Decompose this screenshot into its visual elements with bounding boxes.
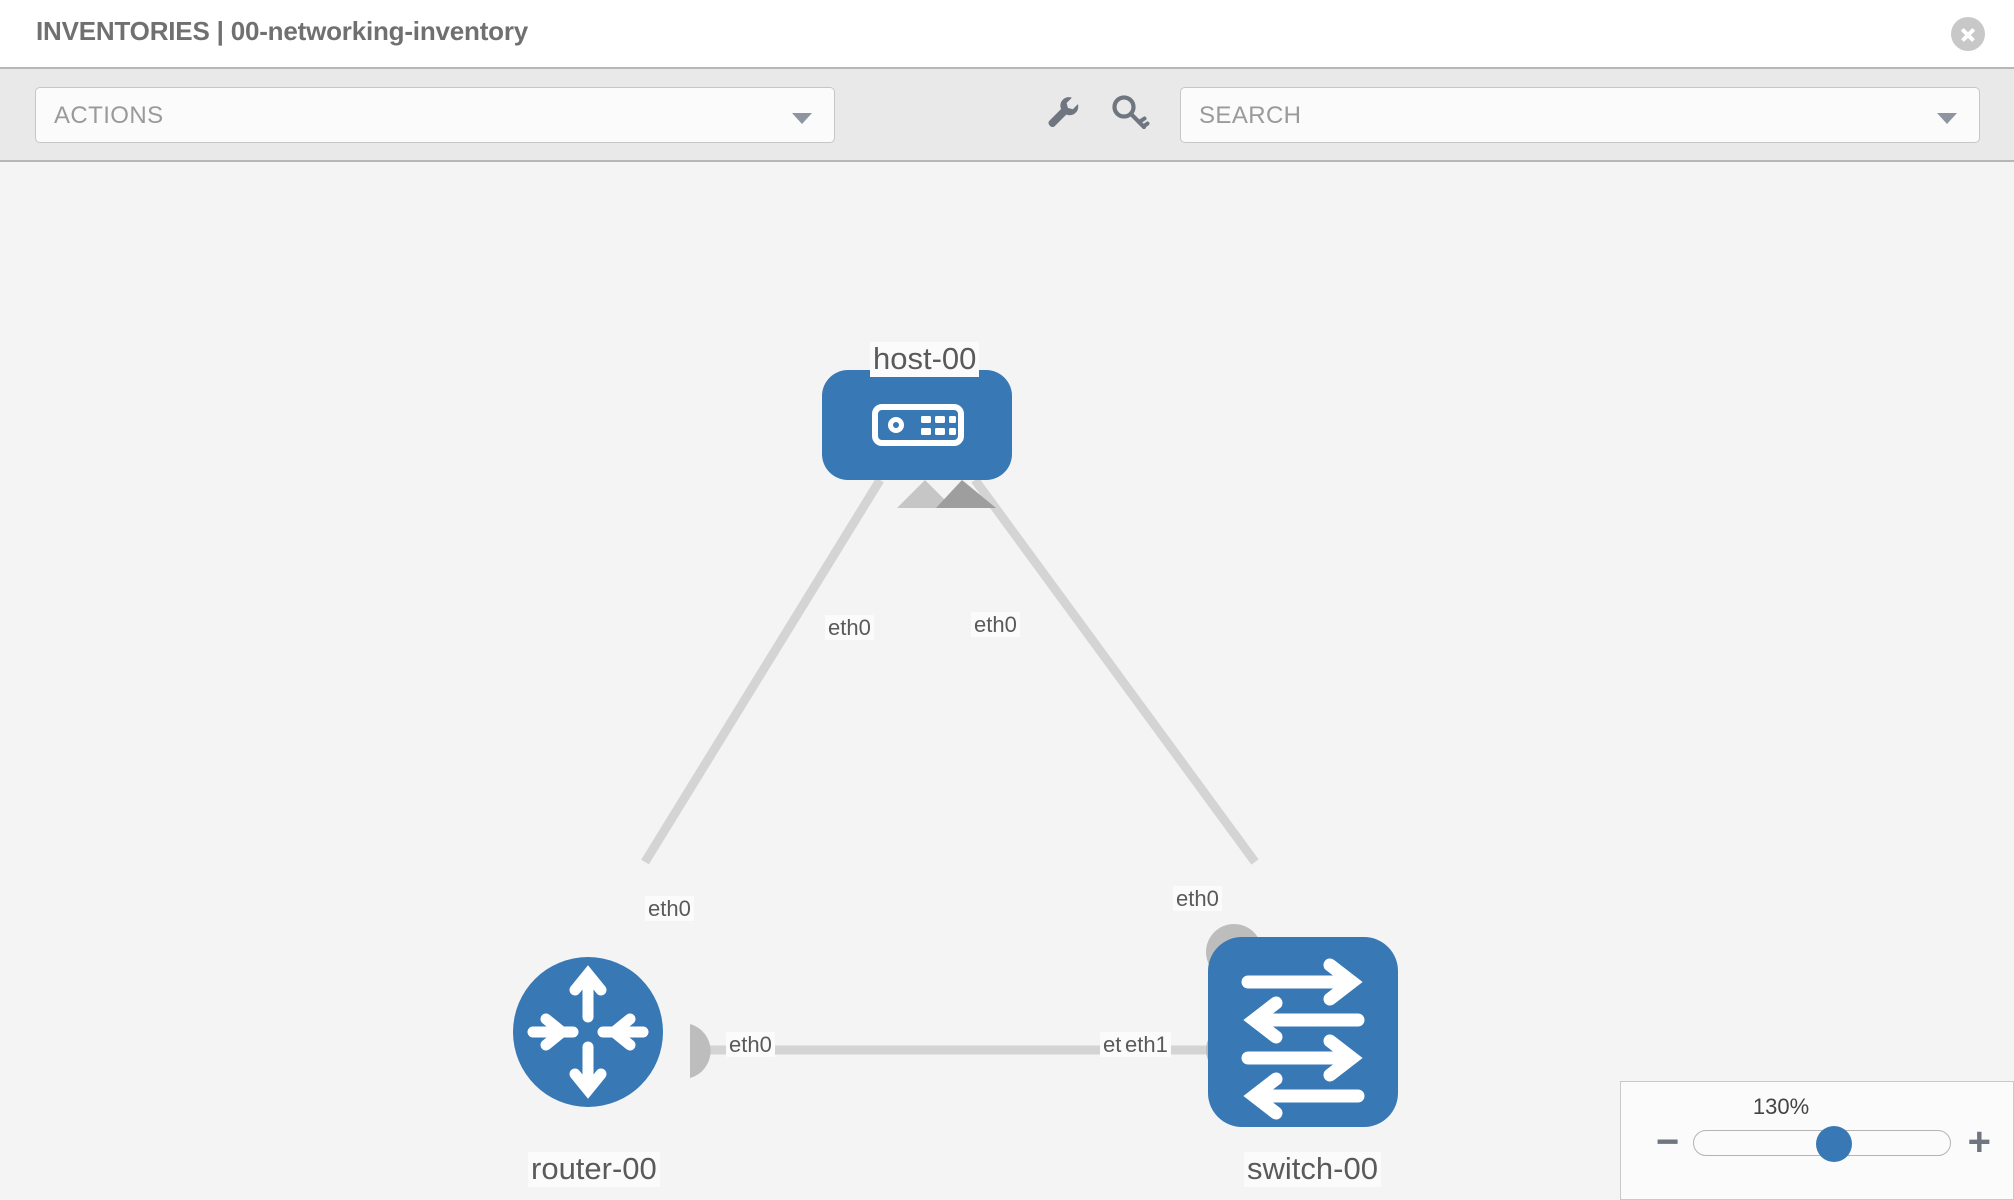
topology-canvas[interactable]: host-00 router-00 switch-00 eth0 eth0 et… — [0, 162, 2014, 1200]
edge-host00-switch00[interactable] — [971, 477, 1259, 865]
iface-label-router00-uplink[interactable]: eth0 — [645, 896, 694, 922]
node-label-host-00[interactable]: host-00 — [870, 342, 980, 377]
chevron-down-icon[interactable] — [1937, 113, 1957, 124]
server-icon — [872, 404, 964, 446]
zoom-out-button[interactable]: − — [1656, 1120, 1680, 1164]
close-icon[interactable] — [1951, 17, 1985, 51]
connector-host00-eth0-right[interactable] — [936, 480, 996, 508]
connector-host00-eth0-left[interactable] — [897, 480, 953, 508]
zoom-control-panel: 130% − + — [1620, 1081, 2014, 1200]
node-label-router-00[interactable]: router-00 — [528, 1152, 660, 1187]
search-input[interactable]: SEARCH — [1180, 87, 1980, 143]
iface-label-host00-left[interactable]: eth0 — [825, 615, 874, 641]
node-host-00[interactable] — [822, 370, 1012, 480]
iface-label-switch00-uplink[interactable]: eth0 — [1173, 886, 1222, 912]
node-label-switch-00[interactable]: switch-00 — [1244, 1152, 1381, 1187]
toolbar: ACTIONS SEARCH — [0, 69, 2014, 162]
wrench-icon[interactable] — [1040, 91, 1084, 135]
iface-label-switch00-eth1[interactable]: eth1 — [1122, 1032, 1171, 1058]
actions-dropdown-label: ACTIONS — [54, 102, 164, 129]
page-header: INVENTORIES | 00-networking-inventory — [0, 0, 2014, 69]
topology-graph — [513, 370, 1398, 1127]
chevron-down-icon — [792, 113, 812, 124]
search-placeholder: SEARCH — [1199, 102, 1302, 129]
router-icon — [527, 965, 649, 1099]
zoom-slider[interactable] — [1693, 1126, 1951, 1162]
node-switch-00[interactable] — [1208, 937, 1398, 1127]
topology-edges — [641, 477, 1259, 1055]
page-title: INVENTORIES | 00-networking-inventory — [36, 16, 529, 46]
topology-connectors — [690, 480, 1262, 1078]
actions-dropdown[interactable]: ACTIONS — [35, 87, 835, 143]
iface-label-host00-right[interactable]: eth0 — [971, 612, 1020, 638]
zoom-in-button[interactable]: + — [1967, 1120, 1991, 1164]
iface-label-router00-eth0[interactable]: eth0 — [726, 1032, 775, 1058]
edge-host00-router00[interactable] — [641, 477, 884, 865]
key-icon[interactable] — [1108, 91, 1152, 135]
switch-icon — [1241, 958, 1365, 1120]
zoom-slider-knob[interactable] — [1816, 1126, 1852, 1162]
zoom-percent-label: 130% — [1752, 1094, 1810, 1119]
node-router-00[interactable] — [513, 957, 663, 1107]
connector-router00-eth0[interactable] — [690, 1024, 711, 1078]
